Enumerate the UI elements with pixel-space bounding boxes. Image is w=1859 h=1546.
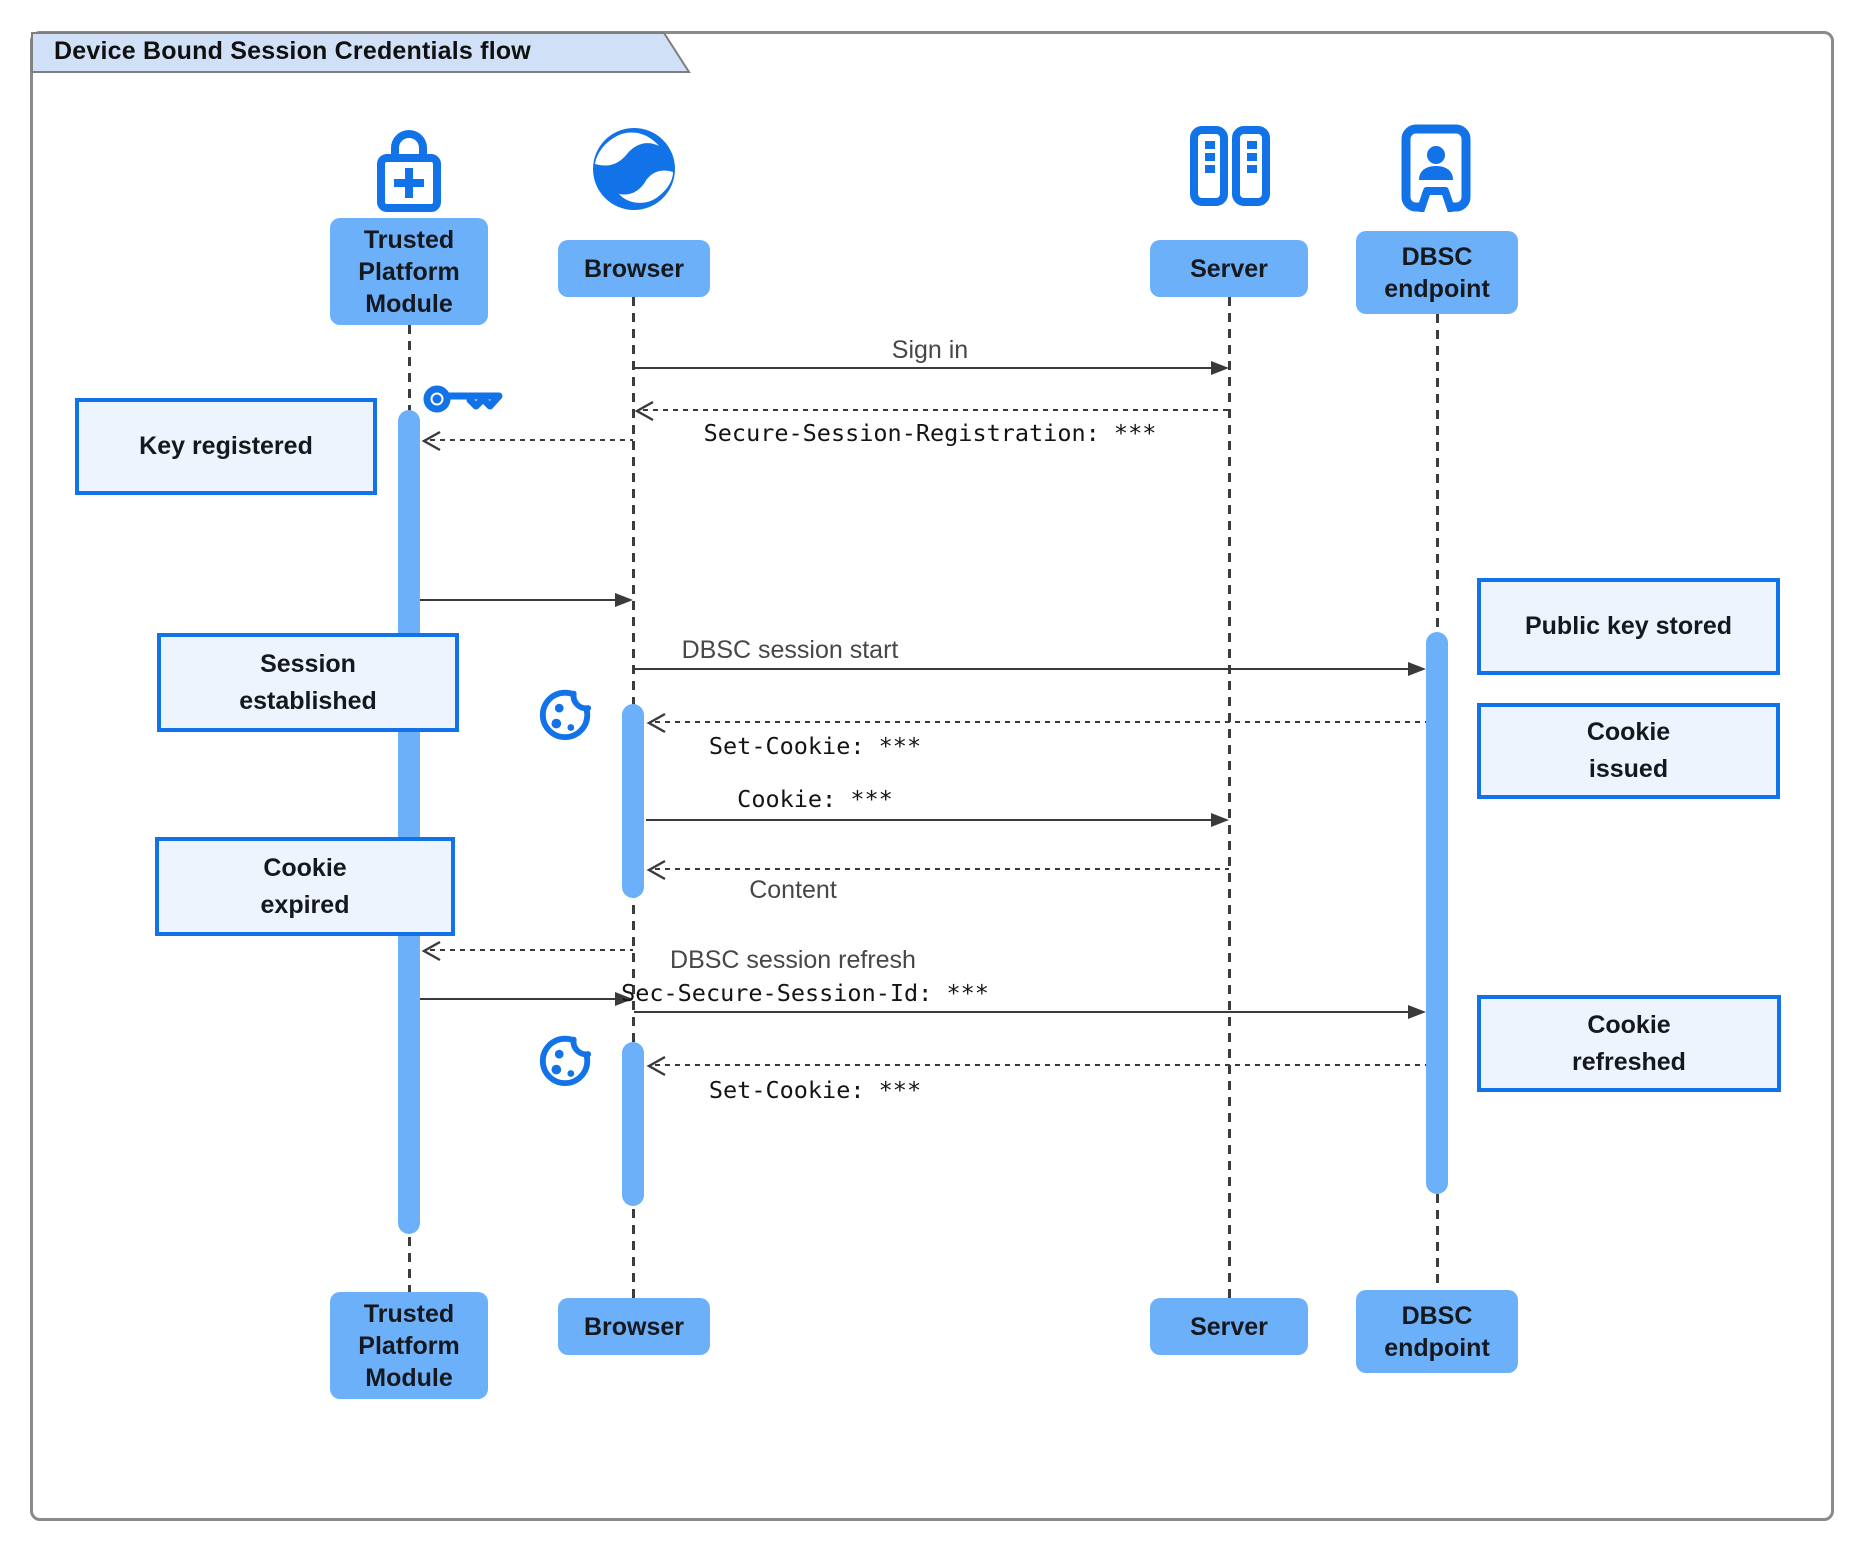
note-line: Cookie	[1586, 718, 1671, 746]
note-public-key-stored: Public key stored	[1477, 578, 1780, 675]
arrow-content	[646, 859, 1229, 881]
arrow-key-register-request	[421, 430, 633, 452]
note-line: Cookie	[1587, 1010, 1671, 1039]
participant-label-line: Module	[365, 289, 453, 318]
arrow-set-cookie-1	[646, 712, 1426, 734]
participant-label-line: Platform	[358, 257, 460, 286]
participant-label-line: Trusted	[363, 1299, 455, 1328]
participant-label-line: DBSC	[1401, 1301, 1473, 1330]
cookie-icon	[539, 1029, 595, 1087]
note-cookie-expired: Cookie expired	[155, 837, 455, 936]
message-label-content: Content	[749, 876, 837, 904]
arrow-refresh-sign-request	[421, 940, 633, 962]
arrow-cookie	[646, 813, 1229, 827]
note-line: established	[239, 686, 377, 715]
arrow-sign-in	[634, 361, 1229, 375]
note-session-established: Session established	[157, 633, 459, 732]
arrow-dbsc-session-start	[634, 662, 1426, 676]
participant-label-line: Platform	[358, 1331, 460, 1360]
key-icon	[423, 385, 503, 413]
participant-label-line: Module	[365, 1363, 453, 1392]
participant-label-line: Server	[1190, 254, 1268, 283]
participant-label-line: endpoint	[1384, 274, 1490, 303]
activation-bar-dbsc	[1426, 632, 1448, 1194]
arrow-secure-session-registration	[634, 400, 1229, 422]
title-tag-shape	[31, 32, 691, 73]
participant-label-line: Trusted	[363, 225, 455, 254]
note-line: Public key stored	[1524, 612, 1733, 640]
note-line: issued	[1588, 755, 1669, 783]
participant-bottom-server: Server	[1150, 1298, 1308, 1355]
lock-plus-icon	[377, 130, 441, 212]
arrow-key-register-response	[420, 593, 633, 607]
lifeline-server	[1228, 297, 1231, 1298]
message-label-secure-session-registration: Secure-Session-Registration: ***	[703, 419, 1157, 447]
globe-icon	[593, 128, 675, 210]
note-line: expired	[260, 890, 350, 919]
diagram-title: Device Bound Session Credentials flow	[54, 37, 531, 65]
participant-top-browser: Browser	[558, 240, 710, 297]
message-label-dbsc-session-refresh: DBSC session refresh	[670, 946, 916, 974]
diagram-frame	[30, 31, 1834, 1521]
participant-bottom-browser: Browser	[558, 1298, 710, 1355]
participant-label-line: Browser	[583, 254, 685, 283]
person-badge-icon	[1401, 124, 1471, 212]
note-line: Cookie	[263, 853, 347, 882]
message-label-set-cookie-1: Set-Cookie: ***	[708, 732, 922, 760]
participant-label-line: Server	[1190, 1312, 1268, 1341]
cookie-icon	[539, 683, 595, 741]
participant-label-line: Browser	[583, 1312, 685, 1341]
note-line: Key registered	[139, 432, 313, 460]
participant-label-line: endpoint	[1384, 1333, 1490, 1362]
arrow-set-cookie-2	[646, 1055, 1426, 1077]
message-label-dbsc-session-start: DBSC session start	[681, 636, 899, 664]
server-icon	[1190, 126, 1270, 206]
participant-bottom-dbsc: DBSC endpoint	[1356, 1290, 1518, 1373]
participant-top-tpm: Trusted Platform Module	[330, 218, 488, 325]
arrow-dbsc-session-refresh	[634, 1005, 1426, 1019]
message-label-sign-in: Sign in	[891, 336, 969, 364]
participant-bottom-tpm: Trusted Platform Module	[330, 1292, 488, 1399]
note-cookie-refreshed: Cookie refreshed	[1477, 995, 1781, 1092]
note-key-registered: Key registered	[75, 398, 377, 495]
message-label-set-cookie-2: Set-Cookie: ***	[708, 1076, 922, 1104]
activation-bar-browser-2	[622, 1042, 644, 1206]
participant-top-server: Server	[1150, 240, 1308, 297]
note-line: Session	[260, 649, 356, 678]
message-label-cookie: Cookie: ***	[737, 785, 893, 813]
participant-top-dbsc: DBSC endpoint	[1356, 231, 1518, 314]
note-line: refreshed	[1572, 1047, 1686, 1076]
participant-label-line: DBSC	[1401, 242, 1473, 271]
activation-bar-browser-1	[622, 704, 644, 898]
message-label-sec-secure-session-id: Sec-Secure-Session-Id: ***	[621, 979, 989, 1007]
arrow-refresh-sign-response	[420, 992, 633, 1006]
note-cookie-issued: Cookie issued	[1477, 703, 1780, 799]
activation-bar-tpm	[398, 410, 420, 1234]
